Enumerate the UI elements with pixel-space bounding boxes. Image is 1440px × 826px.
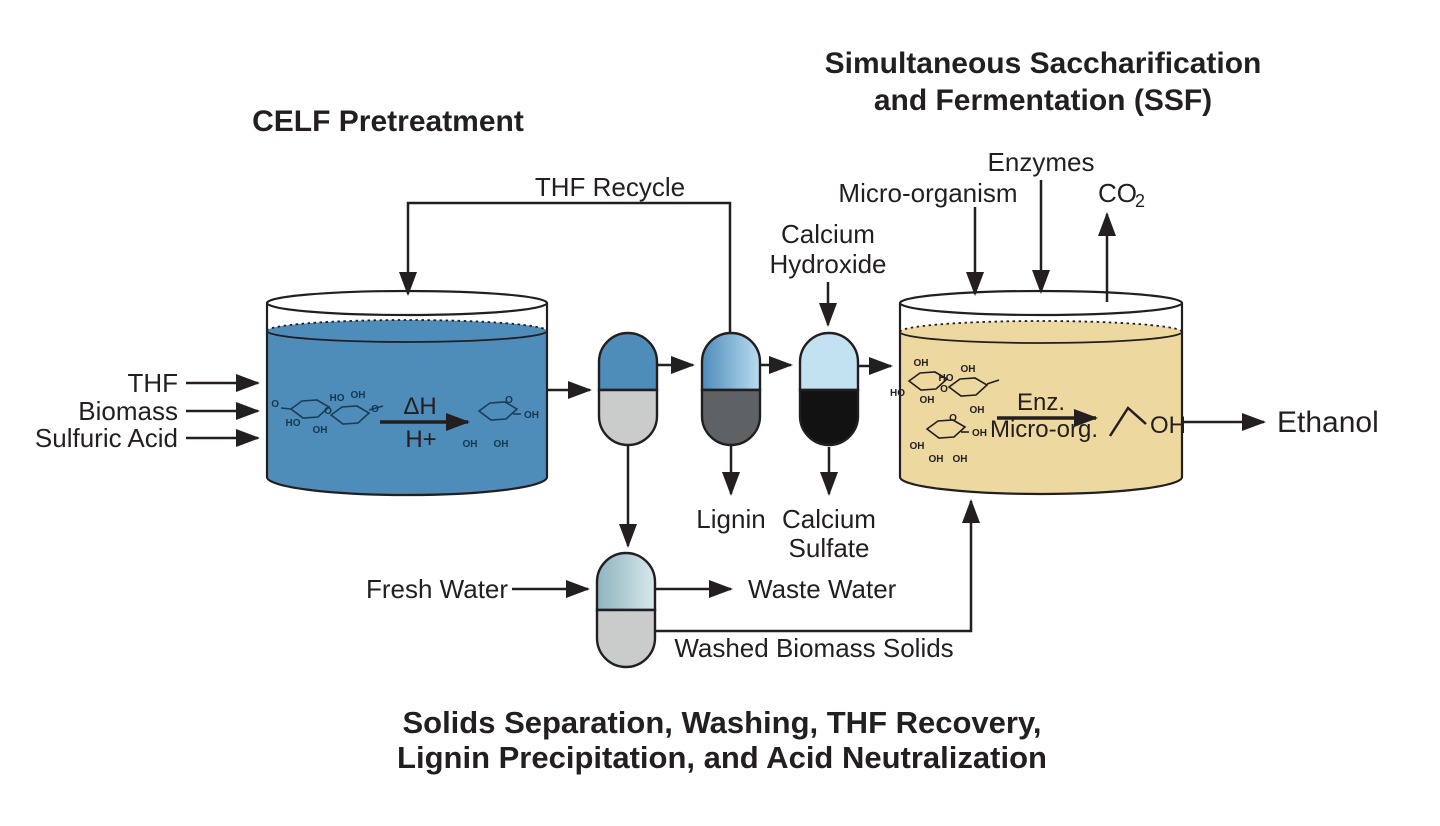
- co2-label-subscript: 2: [1135, 191, 1145, 211]
- chem-label: OH: [494, 439, 509, 450]
- chem-label: OH: [920, 395, 935, 406]
- chem-label: OH: [970, 405, 985, 416]
- ssf-tank-wall: [898, 303, 1184, 496]
- bond-lines: [280, 405, 384, 411]
- chem-label: O: [949, 413, 957, 424]
- calcium-hydroxide-label-line2: Hydroxide: [769, 249, 886, 279]
- reaction-micro-org-label: Micro-org.: [990, 416, 1098, 443]
- pretreatment-tank: [265, 289, 549, 497]
- chem-label: O: [940, 384, 948, 395]
- chem-label: OH: [910, 441, 925, 452]
- sugar-product-structure: O OH OH OH: [463, 395, 540, 450]
- pretreatment-tank-liquid: [267, 320, 547, 495]
- chem-label: O: [371, 404, 379, 415]
- fresh-water-label: Fresh Water: [366, 574, 508, 604]
- caption-line2: Lignin Precipitation, and Acid Neutraliz…: [397, 740, 1047, 775]
- ssf-tank-liquid: [900, 321, 1182, 494]
- chem-label: HO: [330, 393, 345, 404]
- enzymes-label: Enzymes: [988, 147, 1095, 177]
- separator-vessel-2: [700, 331, 762, 447]
- chem-label: OH: [351, 390, 366, 401]
- co2-label: CO 2: [1098, 178, 1145, 211]
- washed-biomass-solids-label: Washed Biomass Solids: [674, 633, 953, 663]
- calcium-sulfate-label-line2: Sulfate: [789, 533, 870, 563]
- micro-organism-label: Micro-organism: [838, 178, 1017, 208]
- chem-label: HO: [286, 418, 301, 429]
- reaction-enzymes-label: Enz.: [1017, 389, 1065, 416]
- pretreatment-tank-wall: [265, 303, 549, 497]
- chem-label: OH: [953, 454, 968, 465]
- ssf-liquid-front-edge: [899, 331, 1183, 344]
- pretreatment-reaction: ΔH H+ O HO OH O HO OH O O OH OH OH: [271, 390, 539, 453]
- chem-label: OH: [929, 454, 944, 465]
- ssf-tank: [898, 289, 1184, 496]
- ethanol-structure: OH: [1108, 406, 1186, 439]
- stream-arrows: [186, 180, 1266, 633]
- thf-recycle-label: THF Recycle: [535, 172, 685, 202]
- chem-label: O: [505, 395, 513, 406]
- wash-vessel: [595, 551, 657, 669]
- ssf-reaction: Enz. Micro-org. OH HO OH HO OH O OH O OH…: [890, 358, 1186, 465]
- caption-line1: Solids Separation, Washing, THF Recovery…: [402, 705, 1041, 740]
- thf-label: THF: [127, 368, 178, 398]
- lignin-label: Lignin: [696, 504, 765, 534]
- wash-vessel-top: [595, 551, 657, 612]
- pretreatment-tank-rim: [265, 289, 549, 317]
- wash-vessel-bottom: [595, 608, 657, 669]
- ssf-tank-rim: [898, 289, 1184, 317]
- separator-2-top: [700, 331, 762, 392]
- co2-label-main: CO: [1098, 178, 1137, 208]
- chem-label: OH: [914, 358, 929, 369]
- separator-1-top: [597, 331, 659, 392]
- bond-lines: [986, 379, 1000, 385]
- chem-label: OH: [463, 439, 478, 450]
- chem-label: HO: [939, 373, 954, 384]
- biomass-label: Biomass: [78, 396, 178, 426]
- title-ssf-line1: Simultaneous Saccharification: [825, 47, 1262, 80]
- chem-label: O: [324, 406, 332, 417]
- washed-biomass-solids-line: [655, 499, 980, 633]
- chem-label: OH: [961, 364, 976, 375]
- waste-water-label: Waste Water: [748, 574, 897, 604]
- cellulose-structure: O HO OH O HO OH O: [271, 390, 384, 436]
- chem-label: OH: [972, 428, 987, 439]
- pretreatment-liquid-front-edge: [266, 330, 548, 343]
- ssf-sugar-structure: O OH OH OH OH: [910, 413, 988, 465]
- thf-recycle-line: [399, 201, 732, 333]
- chem-label: O: [271, 399, 279, 410]
- separator-vessel-1: [597, 331, 659, 447]
- separator-2-bottom: [700, 388, 762, 447]
- chem-label: HO: [890, 388, 905, 399]
- ethanol-label: Ethanol: [1277, 406, 1379, 439]
- reaction-delta-h-label: ΔH: [403, 393, 436, 420]
- title-ssf-line2: and Fermentation (SSF): [874, 84, 1212, 117]
- title-celf-pretreatment: CELF Pretreatment: [252, 105, 524, 138]
- neutralizer-bottom: [798, 388, 860, 447]
- ethanol-oh-label: OH: [1150, 412, 1186, 439]
- calcium-hydroxide-label-line1: Calcium: [781, 219, 875, 249]
- ethanol-skeleton: [1108, 406, 1147, 437]
- neutralizer-top: [798, 331, 860, 392]
- neutralizer-vessel: [798, 331, 860, 447]
- ssf-saccharide-structure: OH HO OH HO OH O OH: [890, 358, 1000, 416]
- calcium-sulfate-label-line1: Calcium: [782, 504, 876, 534]
- chem-label: OH: [524, 410, 539, 421]
- pretreatment-liquid-back-edge: [266, 319, 548, 332]
- chem-label: OH: [313, 425, 328, 436]
- sulfuric-acid-label: Sulfuric Acid: [35, 423, 178, 453]
- separator-1-bottom: [597, 388, 659, 447]
- reaction-h-plus-label: H+: [405, 426, 436, 453]
